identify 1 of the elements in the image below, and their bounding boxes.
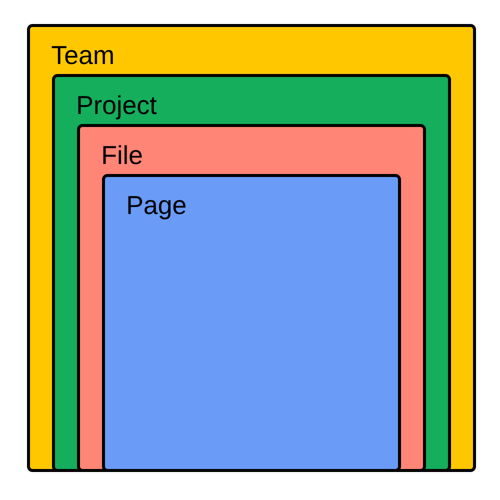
- container-box: Page: [102, 174, 401, 472]
